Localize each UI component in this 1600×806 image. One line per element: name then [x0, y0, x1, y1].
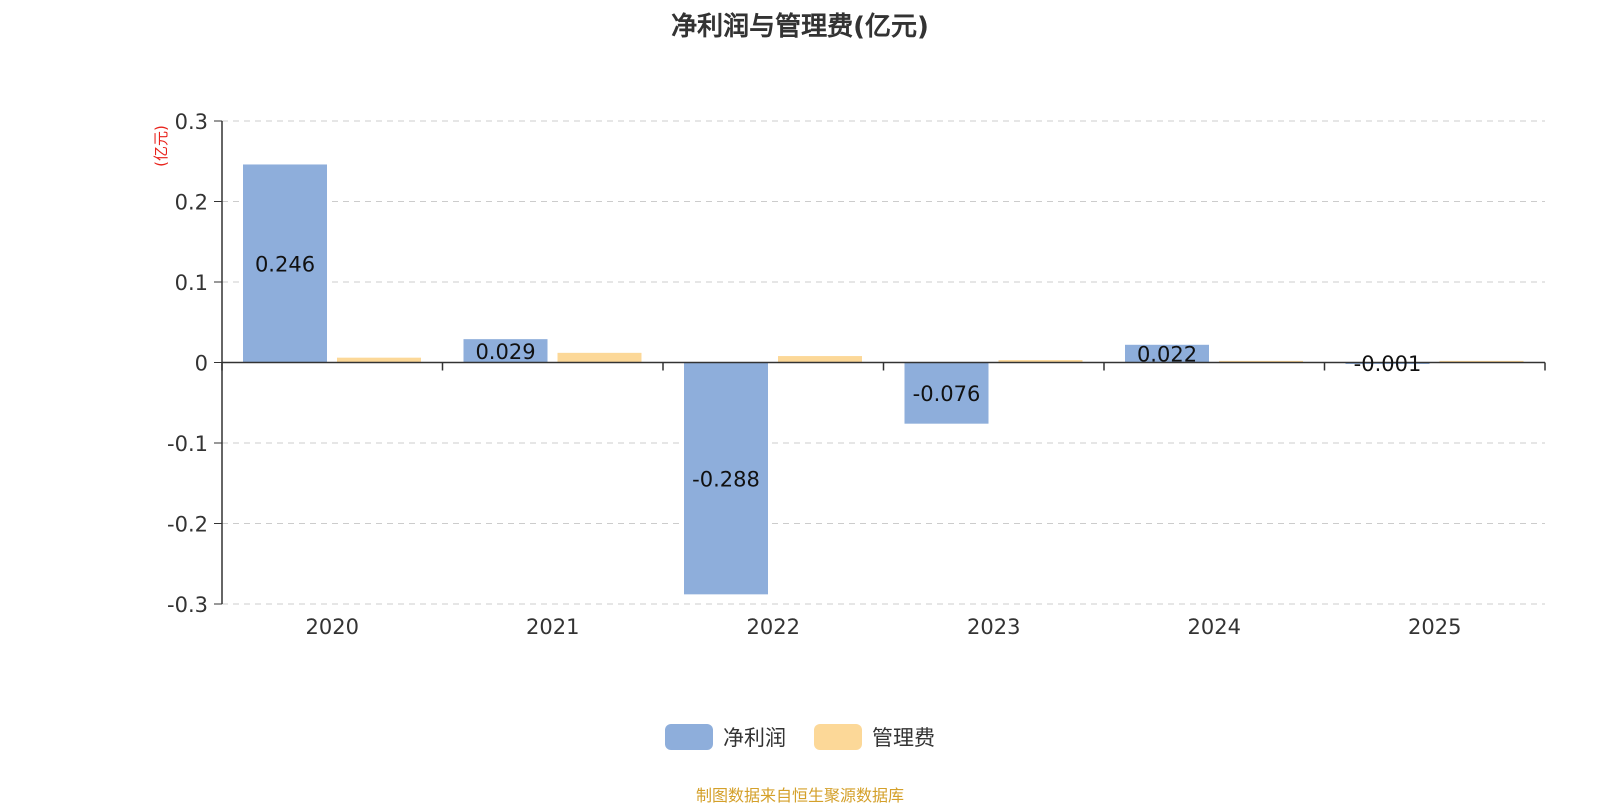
legend-item-net-profit[interactable]: 净利润 — [665, 722, 786, 752]
y-tick-label: -0.3 — [167, 593, 208, 617]
x-tick-label: 2021 — [526, 615, 579, 639]
data-label: -0.288 — [692, 467, 760, 491]
bar-net-profit — [463, 339, 548, 363]
chart-title: 净利润与管理费(亿元) — [671, 12, 929, 42]
bar-net-profit — [684, 362, 768, 595]
y-tick-label: 0 — [195, 352, 208, 376]
data-label: 0.022 — [1137, 343, 1197, 367]
legend-label-mgmt-fee: 管理费 — [872, 726, 935, 750]
x-tick-label: 2023 — [967, 615, 1020, 639]
bar-mgmt-fee — [1219, 360, 1303, 363]
data-label: -0.076 — [913, 382, 981, 406]
bar-net-profit — [1125, 344, 1209, 363]
data-label: 0.246 — [255, 252, 315, 276]
bar-mgmt-fee — [998, 360, 1083, 363]
legend-swatch-net-profit — [665, 724, 713, 750]
bar-mgmt-fee — [1439, 360, 1524, 363]
x-tick-label: 2020 — [306, 615, 359, 639]
x-tick-label: 2024 — [1188, 615, 1241, 639]
data-label: 0.029 — [475, 340, 535, 364]
bar-net-profit — [243, 164, 327, 363]
legend-label-net-profit: 净利润 — [723, 726, 786, 750]
y-tick-label: 0.1 — [175, 271, 208, 295]
legend-item-mgmt-fee[interactable]: 管理费 — [814, 722, 935, 752]
x-tick-label: 2025 — [1408, 615, 1461, 639]
bar-mgmt-fee — [557, 352, 642, 363]
x-tick-label: 2022 — [747, 615, 800, 639]
bar-chart: 0.3 0.2 0.1 0 -0.1 -0.2 -0.3 (亿元) 2020 2021 2022 20… — [152, 110, 1546, 639]
legend-swatch-mgmt-fee — [814, 724, 862, 750]
y-tick-label: -0.1 — [167, 432, 208, 456]
bar-net-profit — [904, 362, 989, 424]
y-axis-unit-label: (亿元) — [152, 125, 170, 167]
y-tick-label: -0.2 — [167, 513, 208, 537]
y-tick-label: 0.3 — [175, 110, 208, 134]
bar-mgmt-fee — [337, 357, 421, 363]
data-label: -0.001 — [1354, 352, 1422, 376]
data-source-note: 制图数据来自恒生聚源数据库 — [695, 786, 904, 805]
y-tick-label: 0.2 — [175, 191, 208, 215]
legend: 净利润 管理费 — [0, 722, 1600, 752]
bar-mgmt-fee — [778, 356, 862, 363]
